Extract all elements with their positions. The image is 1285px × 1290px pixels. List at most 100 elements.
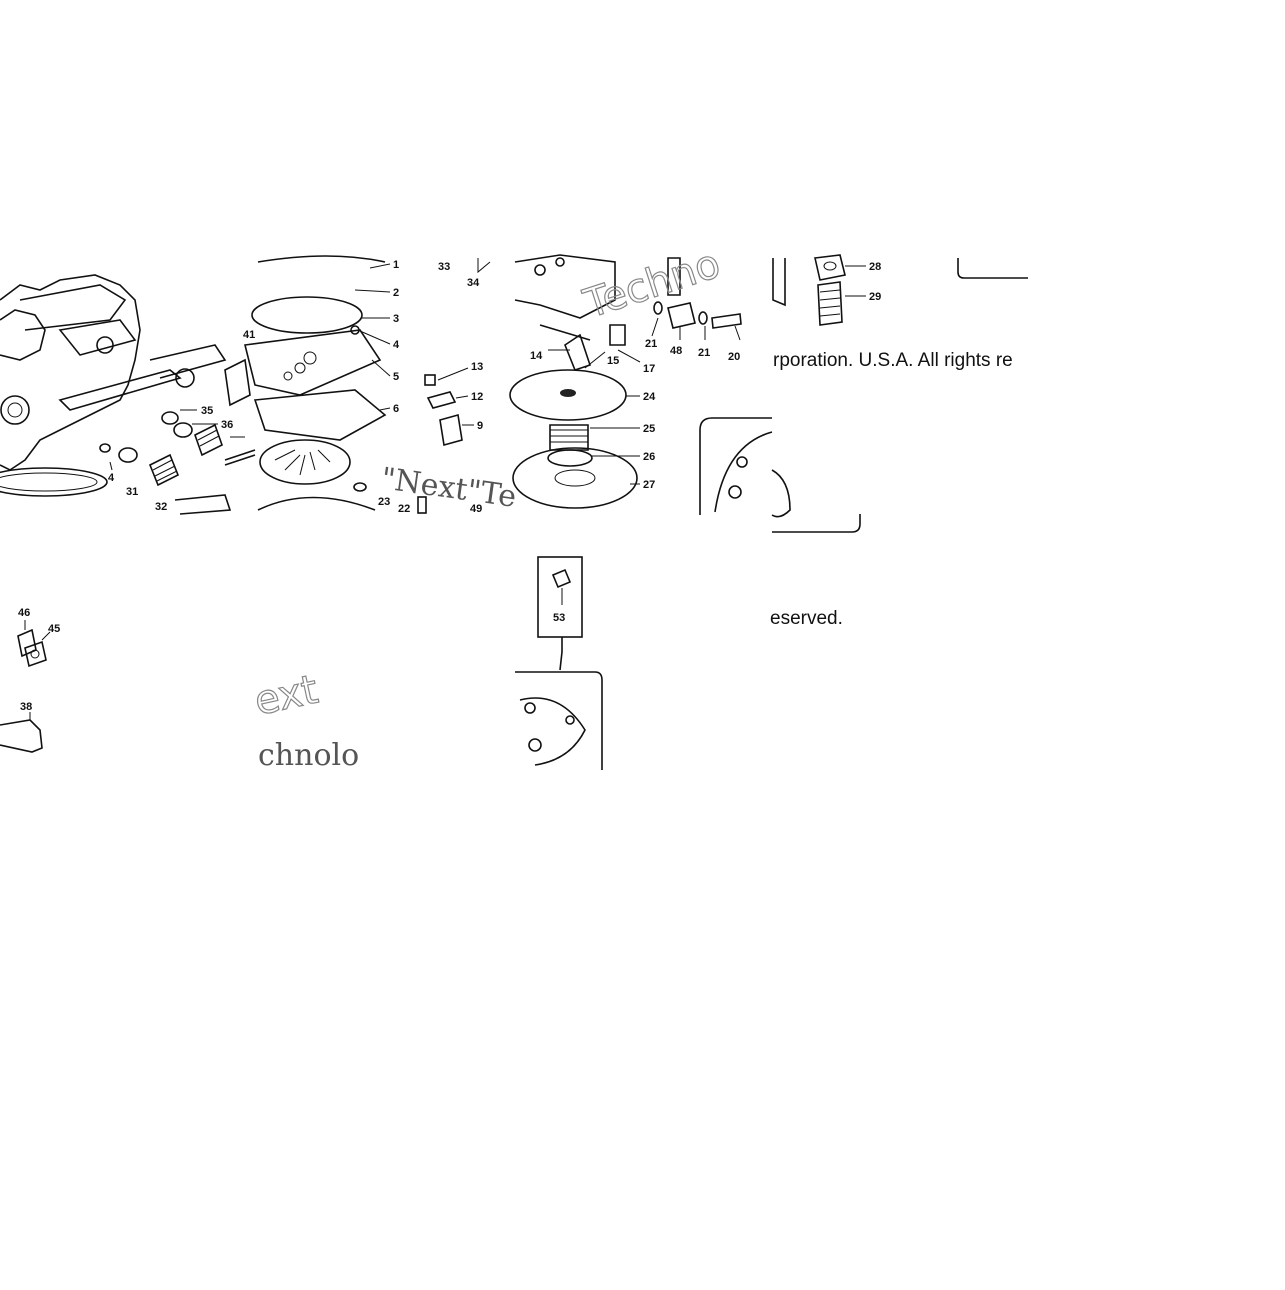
label-6: 6 [393,403,399,415]
part-38-bolt [0,719,43,753]
label-36: 36 [221,419,233,431]
housing-bolt-d [728,485,742,499]
label-17: 17 [643,363,655,375]
part-bolt [174,494,232,515]
tile-fasteners: 28 29 [772,254,1028,326]
frame-left [699,417,772,515]
label-38: 38 [20,701,32,713]
tile-framed-housing [699,417,861,533]
part-24-diaphragm [509,369,627,421]
label-48: 48 [670,345,682,357]
leader-1 [369,263,391,269]
label-2: 2 [393,287,399,299]
part-48-bushing [667,302,696,329]
spring-36 [194,423,223,457]
leader-5 [371,359,391,377]
housing-boss [771,469,791,518]
label-20: 20 [728,351,740,363]
lower-gasket-inner [0,472,98,492]
part-25-spring [549,424,589,451]
label-24: 24 [643,391,656,403]
leader-4 [109,461,113,471]
lower-housing-edge [257,496,376,511]
part-32-spring [148,453,180,487]
part-27-plate [512,447,638,509]
part-washer-small [353,482,367,492]
cover-hole-a [303,351,317,365]
label-41: 41 [243,329,255,341]
housing-bolt-b [555,257,565,267]
callout-box-53 [537,556,583,638]
part-45-nut [24,640,47,668]
tile-small-parts: 46 45 38 [0,607,60,753]
label-53: 53 [553,612,565,624]
valve-plate [259,439,351,485]
label-31: 31 [126,486,138,498]
frame-bottom [772,514,861,533]
part-9-pin [439,413,463,447]
tile-diaphragm-stack: 1 2 3 4 5 6 41 23 22 13 12 9 49 33 34 [224,255,491,515]
housing-b-bolt-b [565,715,575,725]
label-33: 33 [438,261,450,273]
part-15-link [564,333,592,371]
sleeve-ribs [819,289,841,317]
housing-b-bolt-c [528,738,542,752]
tile-pump-body: 35 36 4 31 32 [0,274,256,515]
leaders-45-46 [24,620,51,641]
pump-bolt [96,336,114,354]
label-27: 27 [643,479,655,491]
label-32: 32 [155,501,167,513]
part-22-pin [417,496,427,514]
tile-part-53: 53 [515,556,603,770]
top-plate-edge [257,255,386,263]
part-31-oring [118,447,138,463]
label-46: 46 [18,607,30,619]
label-5: 5 [393,371,399,383]
leader-2 [354,289,391,293]
leader-4b [359,330,391,345]
upper-housing [514,254,616,319]
lower-gasket [0,467,108,497]
label-1: 1 [393,259,399,271]
housing-b-bolt-a [524,702,536,714]
leader-34 [477,258,491,274]
part-46-plate [17,628,37,658]
pump-boss [58,319,137,356]
label-25: 25 [643,423,655,435]
label-3: 3 [393,313,399,325]
label-45: 45 [48,623,60,635]
label-23: 23 [378,496,390,508]
label-13: 13 [471,361,483,373]
part-28-nut [814,254,846,281]
long-bolt [772,258,786,307]
pump-arm-hole [175,368,195,388]
part-26-retainer [547,449,593,467]
diaphragm-center [560,389,576,397]
label-12: 12 [471,391,483,403]
leader-12 [455,395,469,399]
part-13-screw [424,374,436,386]
label-4-top: 4 [393,339,400,351]
part-36-oring [173,422,193,438]
pump-body-outline [0,274,141,471]
watermark-chnolo: chnolo [258,738,359,773]
part-35-oring [161,411,179,425]
pump-top-plate [19,284,127,331]
label-28: 28 [869,261,881,273]
watermark-techno: Techno [578,241,726,328]
leader-6 [379,407,391,411]
part-21-washer-a [653,301,663,315]
nut-45-hole [30,649,40,659]
label-21b: 21 [698,347,710,359]
part-21-washer-b [698,311,708,325]
cover-hole-c [283,371,293,381]
leader-15 [584,351,606,369]
label-34: 34 [467,277,480,289]
frame-housing-b [515,671,603,770]
part-32-coils [152,459,178,482]
pump-port-inner [7,402,23,418]
pump-arm [149,344,227,379]
leader-17 [617,349,641,363]
